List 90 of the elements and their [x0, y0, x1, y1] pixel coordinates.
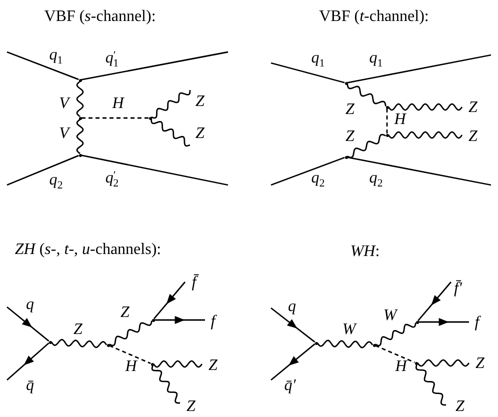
wavy-line: [416, 359, 470, 367]
particle-label: W: [342, 322, 356, 338]
particle-label: Z: [468, 100, 478, 116]
straight-line: [270, 62, 345, 84]
particle-label: q: [26, 297, 34, 313]
particle-label: V: [59, 96, 69, 112]
particle-label: Z: [186, 399, 196, 415]
particle-label: f: [474, 315, 480, 331]
wavy-line: [151, 90, 191, 119]
arrow: [417, 282, 452, 322]
particle-label: Z: [468, 129, 478, 145]
straight-line: [270, 156, 345, 186]
particle-label: q$_{1}$: [311, 50, 325, 70]
vertex-dot: [48, 340, 52, 344]
particle-label: Z: [346, 102, 354, 118]
particle-label: Z: [120, 305, 130, 321]
vertex-dot: [414, 362, 418, 364]
wavy-line: [50, 338, 108, 348]
wavy-line: [388, 103, 463, 111]
panel-title: ZH (s-, t-, u-channels):: [14, 242, 162, 258]
particle-label: q: [288, 299, 296, 315]
vertex-dot: [416, 320, 418, 324]
particle-label: H: [125, 359, 137, 375]
particle-label: Z: [196, 94, 204, 110]
particle-label: V: [59, 126, 69, 142]
panel-title: VBF (t-channel):: [319, 9, 429, 25]
particle-label: H: [395, 359, 407, 375]
vertex-dot: [148, 116, 152, 120]
straight-line: [6, 51, 79, 80]
wavy-line: [347, 134, 386, 158]
arrow: [418, 318, 469, 326]
arrow: [153, 282, 186, 320]
vertex-dot: [150, 362, 154, 366]
arrow: [270, 343, 316, 381]
vertex-dot: [314, 342, 318, 344]
particle-label: f̄′: [454, 281, 462, 297]
wavy-line: [109, 320, 152, 346]
arrow: [6, 342, 50, 381]
vertex-dot: [78, 116, 82, 120]
vertex-dot: [386, 106, 388, 108]
particle-label: Z: [346, 129, 354, 145]
particle-label: f: [210, 314, 216, 330]
arrow: [270, 307, 316, 343]
particle-label: Z: [196, 126, 204, 142]
particle-label: H: [112, 96, 124, 112]
wavy-line: [375, 322, 416, 346]
dashed-line: [375, 344, 415, 364]
wavy-line: [388, 131, 463, 139]
panel-title: WH:: [350, 244, 380, 260]
particle-label: q$_{2}$: [311, 170, 325, 190]
particle-label: q$_{2}$: [49, 172, 63, 192]
panel-title: VBF (s-channel):: [44, 9, 156, 25]
wavy-line: [316, 340, 374, 348]
particle-label: q$_{1}$: [369, 50, 383, 70]
particle-label: f̄: [192, 275, 196, 291]
wavy-line: [150, 118, 190, 147]
vertex-dot: [344, 156, 348, 158]
particle-label: H: [394, 112, 406, 128]
vertex-dot: [78, 154, 82, 156]
vertex-dot: [78, 78, 82, 82]
particle-label: Z: [476, 356, 484, 372]
dashed-line: [82, 117, 148, 119]
straight-line: [81, 154, 228, 186]
wavy-line: [76, 80, 84, 118]
vertex-dot: [372, 344, 376, 346]
vertex-dot: [386, 134, 388, 136]
particle-label: Z: [74, 322, 82, 338]
dashed-line: [109, 344, 151, 364]
straight-line: [81, 51, 228, 80]
particle-label: q$_{2}$: [369, 170, 383, 190]
vertex-dot: [106, 344, 110, 346]
particle-label: Z: [208, 358, 218, 374]
arrow: [154, 316, 205, 324]
wavy-line: [415, 364, 446, 406]
vertex-dot: [152, 318, 154, 322]
wavy-line: [76, 118, 84, 154]
straight-line: [347, 54, 492, 84]
particle-label: q̄′: [284, 378, 296, 394]
wavy-line: [346, 84, 386, 106]
wavy-line: [152, 360, 203, 368]
dashed-line: [386, 108, 388, 134]
particle-label: q̄: [26, 378, 34, 394]
vertex-dot: [344, 82, 348, 84]
particle-label: W: [383, 308, 397, 324]
wavy-line: [151, 365, 180, 404]
straight-line: [347, 156, 492, 186]
particle-label: q$_{1}$: [49, 48, 63, 66]
straight-line: [6, 154, 79, 186]
particle-label: Z: [456, 399, 464, 415]
arrow: [6, 306, 50, 342]
